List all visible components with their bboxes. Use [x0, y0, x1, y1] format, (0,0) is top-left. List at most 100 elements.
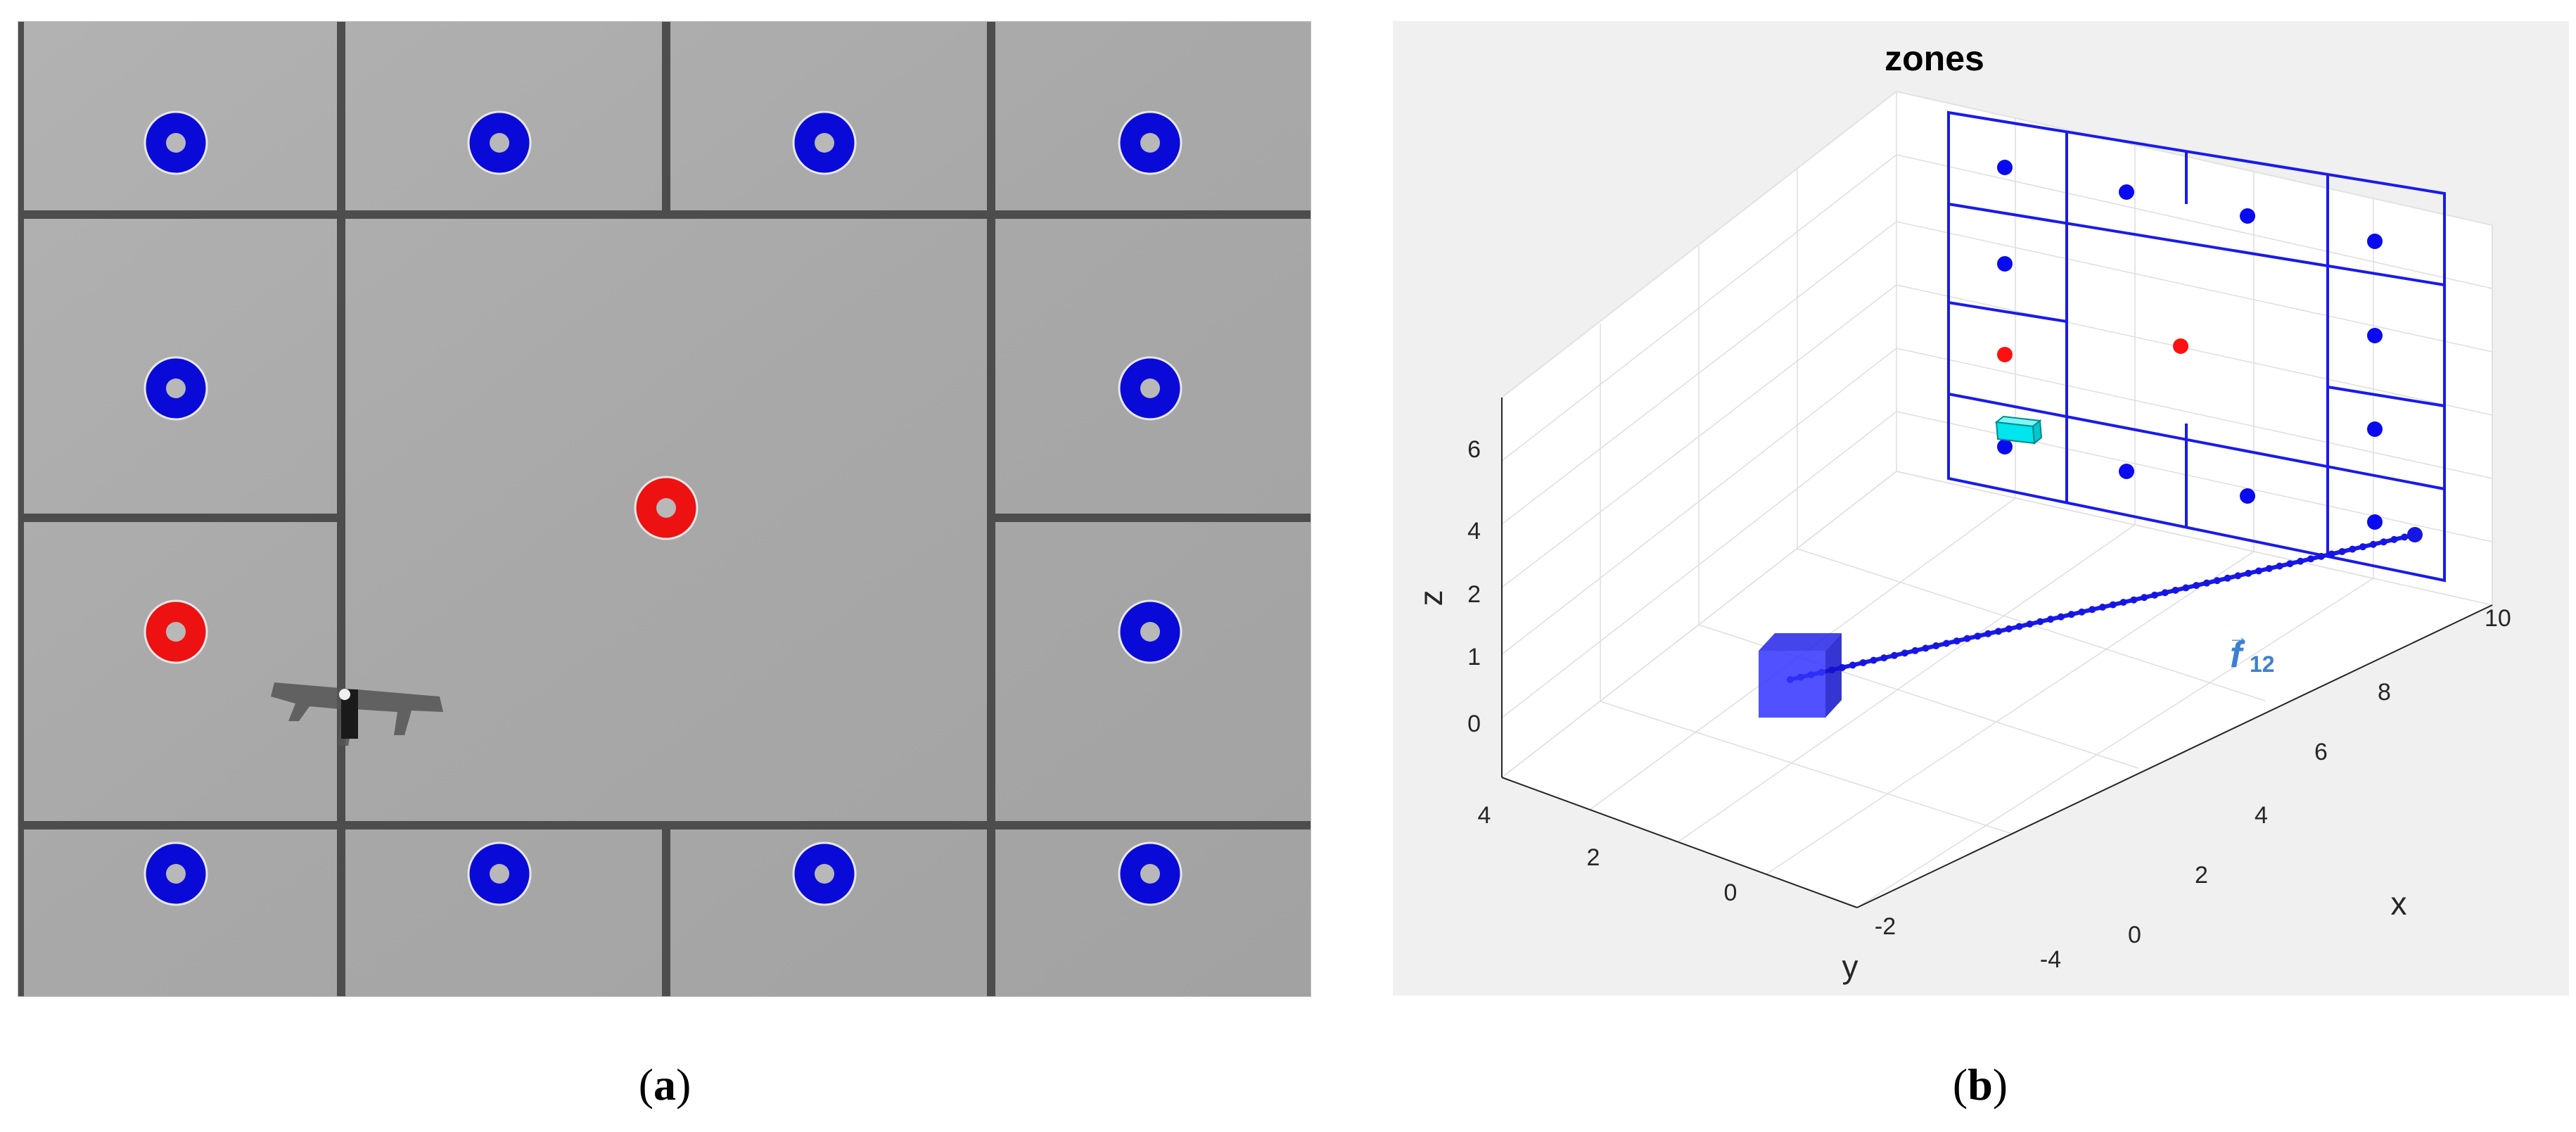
vector-bead	[2036, 618, 2044, 625]
z-tick-labels: 0 1 2 4 6	[1467, 436, 1481, 737]
red-zone-point	[2173, 338, 2188, 354]
blue-zone-point	[2367, 514, 2383, 530]
red-target	[144, 599, 208, 664]
vector-bead	[2297, 557, 2304, 565]
y-tick: -2	[1875, 913, 1896, 940]
blue-target	[467, 110, 532, 175]
blue-target	[144, 841, 208, 906]
blue-zone-point	[2367, 234, 2383, 249]
z-tick: 1	[1467, 644, 1481, 670]
zones-3d-plot: zones 0 1 2 4 6 z 4 2 0 -2 -4 y 0 2 4 6 …	[1393, 21, 2569, 996]
vector-bead	[2161, 589, 2169, 597]
vector-bead	[2193, 582, 2200, 590]
vector-bead	[2172, 586, 2179, 594]
zone-wall-photo	[15, 20, 1312, 998]
grid-lines	[1501, 91, 2493, 908]
blue-zone-point	[1997, 256, 2013, 272]
blue-target	[144, 110, 208, 175]
z-tick: 2	[1467, 581, 1481, 608]
vector-bead	[2119, 599, 2127, 606]
vector-bead	[2015, 623, 2023, 630]
vector-bead	[2213, 577, 2221, 585]
vector-bead	[2276, 562, 2283, 570]
y-tick: 4	[1478, 802, 1491, 829]
vector-bead	[2349, 545, 2357, 553]
blue-zone-point	[2240, 208, 2255, 224]
vector-label-subscript: 12	[2250, 651, 2275, 677]
vector-label-arrow: →	[2228, 625, 2249, 649]
vector-bead	[2265, 565, 2273, 573]
caption-b: (b)	[1952, 1060, 2008, 1109]
y-tick-labels: 4 2 0 -2 -4	[1478, 802, 2062, 973]
vector-bead	[1901, 649, 1908, 657]
blue-target	[1118, 110, 1182, 175]
vector-bead	[2390, 535, 2398, 543]
vector-bead	[2401, 533, 2409, 541]
x-tick: 4	[2255, 802, 2268, 829]
vector-bead	[1891, 651, 1898, 659]
vector-bead	[2317, 552, 2325, 560]
vector-label-symbol: f	[2230, 635, 2245, 675]
source-cube	[1759, 633, 1842, 718]
vector-bead	[2255, 567, 2262, 575]
vector-bead	[1870, 656, 1877, 664]
vector-bead	[2026, 621, 2034, 628]
x-tick: 8	[2378, 679, 2391, 706]
panel-b-plot: zones 0 1 2 4 6 z 4 2 0 -2 -4 y 0 2 4 6 …	[1393, 21, 2569, 996]
red-zone-point	[1997, 347, 2013, 362]
vector-bead	[1963, 635, 1971, 642]
vector-bead	[1953, 637, 1960, 645]
vector-bead	[2338, 548, 2346, 556]
panel-a-photo	[15, 20, 1312, 998]
vector-bead	[2109, 601, 2117, 609]
panel-seams	[15, 21, 1311, 997]
vector-bead	[2047, 616, 2054, 623]
x-tick-labels: 0 2 4 6 8 10	[2128, 605, 2511, 948]
vector-bead	[2234, 572, 2242, 580]
red-target	[634, 476, 699, 540]
vector-bead	[2182, 584, 2190, 592]
z-tick: 6	[1467, 436, 1481, 463]
blue-zone-point	[2240, 488, 2255, 504]
blue-target	[1118, 841, 1182, 906]
y-tick: -4	[2040, 946, 2061, 973]
vector-bead	[1984, 630, 1992, 637]
vector-bead	[2407, 527, 2423, 542]
zone-targets	[144, 110, 1182, 906]
drone-silhouette	[271, 682, 443, 746]
vector-bead	[2089, 606, 2096, 613]
vector-bead	[2359, 543, 2366, 551]
vector-bead	[1974, 632, 1982, 640]
y-tick: 0	[1724, 879, 1737, 906]
vector-bead	[2078, 608, 2086, 616]
blue-zone-point	[1997, 160, 2013, 175]
blue-target	[792, 841, 857, 906]
vector-bead	[1932, 642, 1940, 649]
vector-bead	[1880, 654, 1888, 662]
vector-bead	[2307, 555, 2314, 563]
blue-target	[467, 841, 532, 906]
blue-zone-point	[2119, 464, 2134, 479]
blue-target	[792, 110, 857, 175]
vector-bead	[2130, 596, 2138, 604]
x-tick: 6	[2314, 739, 2328, 765]
blue-zone-point	[1997, 439, 2013, 454]
vector-bead	[2224, 574, 2231, 582]
axis-lines	[1501, 398, 2493, 908]
vector-bead	[2057, 613, 2065, 621]
blue-zone-point	[2119, 184, 2134, 200]
vector-bead	[1995, 628, 2002, 635]
vector-bead	[1943, 640, 1950, 647]
vector-bead	[2099, 604, 2106, 611]
drone-box	[1994, 415, 2043, 445]
blue-target	[144, 356, 208, 421]
vector-bead	[1922, 644, 1930, 652]
z-tick: 4	[1467, 518, 1481, 545]
vector-label: → f 12	[2228, 625, 2275, 677]
zone-wall-grid	[1947, 110, 2446, 583]
blue-target	[1118, 599, 1182, 664]
blue-target	[1118, 356, 1182, 421]
vector-bead	[2067, 611, 2075, 618]
vector-bead	[2380, 538, 2387, 546]
vector-bead	[2328, 550, 2335, 558]
